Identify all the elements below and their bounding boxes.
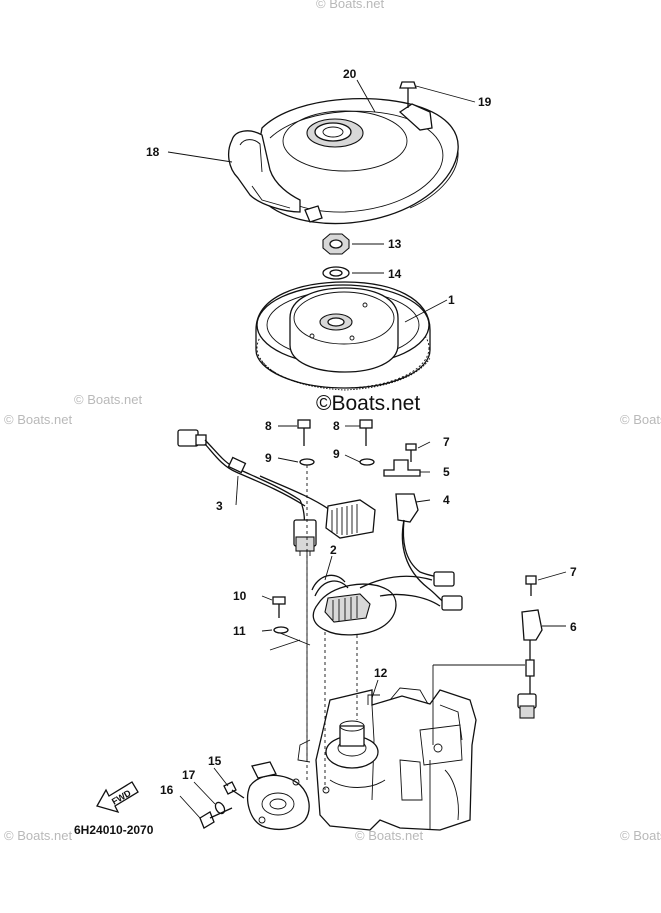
callout-16: 16 xyxy=(160,783,174,797)
callout-9-right: 9 xyxy=(333,447,340,461)
watermark-bottom-right: © Boats.net xyxy=(620,828,661,843)
callout-10: 10 xyxy=(233,589,247,603)
callout-19: 19 xyxy=(478,95,492,109)
screw-19 xyxy=(399,81,417,108)
callout-13: 13 xyxy=(388,237,402,251)
lead-wire-3 xyxy=(177,429,331,525)
callout-17: 17 xyxy=(182,768,196,782)
watermark-left: © Boats.net xyxy=(4,412,73,427)
callout-8-right: 8 xyxy=(333,419,340,433)
sensor-6 xyxy=(517,609,543,719)
guide-lines xyxy=(269,465,525,790)
callout-1: 1 xyxy=(448,293,455,307)
watermark-top: © Boats.net xyxy=(316,0,385,11)
powerhead-block xyxy=(297,687,477,831)
screw-7-right xyxy=(525,575,537,596)
washer-17 xyxy=(214,801,226,815)
bolt-8-left xyxy=(297,419,311,446)
callout-4: 4 xyxy=(443,493,450,507)
connector-block xyxy=(293,519,317,556)
nut-13 xyxy=(322,233,350,255)
screw-16 xyxy=(199,807,233,829)
flywheel xyxy=(255,281,431,391)
stator-coil-2 xyxy=(311,574,441,636)
screw-7-upper xyxy=(405,443,417,462)
watermark-right: © Boats.net xyxy=(620,412,661,427)
oil-pump-bracket xyxy=(247,761,310,831)
bracket-5 xyxy=(383,459,421,477)
callout-12: 12 xyxy=(374,666,388,680)
callout-6: 6 xyxy=(570,620,577,634)
bolt-8-right xyxy=(359,419,373,446)
leader-lines xyxy=(167,79,567,819)
rectifier-block xyxy=(325,499,376,539)
callout-20: 20 xyxy=(343,67,357,81)
washer-9-left xyxy=(299,458,315,466)
callout-15: 15 xyxy=(208,754,222,768)
fwd-arrow: FWD xyxy=(96,781,139,814)
flywheel-cover xyxy=(227,97,459,225)
washer-11 xyxy=(273,626,289,634)
callout-5: 5 xyxy=(443,465,450,479)
callout-2: 2 xyxy=(330,543,337,557)
washer-9-right xyxy=(359,458,375,466)
watermark-left-2: © Boats.net xyxy=(74,392,143,407)
callout-9-left: 9 xyxy=(265,451,272,465)
diagram-code: 6H24010-2070 xyxy=(74,823,154,837)
bolt-10 xyxy=(272,596,286,618)
pulser-coil-4 xyxy=(395,493,463,611)
callout-7-upper: 7 xyxy=(443,435,450,449)
callout-labels: 20 18 19 13 14 1 8 8 9 9 3 7 5 4 2 10 11… xyxy=(146,67,577,797)
washer-14 xyxy=(322,266,350,280)
watermark-bottom-left: © Boats.net xyxy=(4,828,73,843)
callout-7-right: 7 xyxy=(570,565,577,579)
callout-18: 18 xyxy=(146,145,160,159)
watermark-bottom-mid: © Boats.net xyxy=(355,828,424,843)
watermark-main: ©Boats.net xyxy=(316,392,420,415)
callout-14: 14 xyxy=(388,267,402,281)
callout-8-left: 8 xyxy=(265,419,272,433)
callout-3: 3 xyxy=(216,499,223,513)
callout-11: 11 xyxy=(233,624,246,638)
